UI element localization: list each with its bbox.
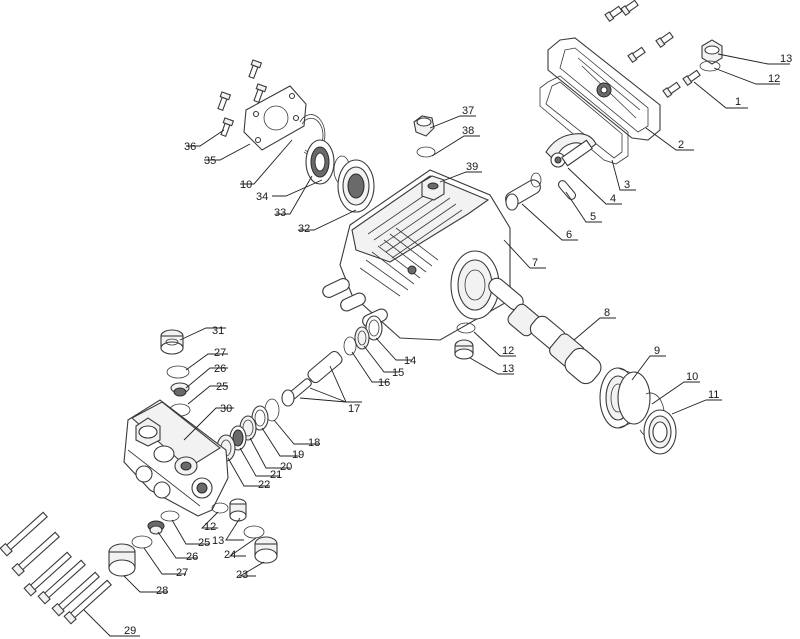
- valve-25-lower: [160, 510, 180, 522]
- callout-25-upper: 25: [216, 381, 228, 393]
- callout-19: 19: [292, 449, 304, 461]
- callout-27-lower: 27: [176, 567, 188, 579]
- crankcase-cover: [547, 37, 661, 141]
- callout-16: 16: [378, 377, 390, 389]
- callout-7: 7: [532, 257, 538, 269]
- wrist-pin: [557, 180, 577, 200]
- callout-14: 14: [404, 355, 416, 367]
- callout-38: 38: [462, 125, 474, 137]
- callout-6: 6: [566, 229, 572, 241]
- callout-34: 34: [256, 191, 268, 203]
- bearing-left: [337, 159, 375, 213]
- callout-24: 24: [224, 549, 236, 561]
- crankshaft: [488, 277, 602, 385]
- callout-26-upper: 26: [214, 363, 226, 375]
- callout-1: 1: [735, 96, 741, 108]
- leader-lines: [83, 53, 790, 637]
- callout-22: 22: [258, 479, 270, 491]
- callout-33: 33: [274, 207, 286, 219]
- callout-29: 29: [124, 625, 136, 637]
- callout-11: 11: [708, 389, 719, 401]
- callout-9: 9: [654, 345, 660, 357]
- callout-13-mid: 13: [502, 363, 514, 375]
- oring-24: [243, 525, 265, 539]
- long-bolts-29: [0, 511, 112, 625]
- callout-30: 30: [220, 403, 232, 415]
- breather-39: [421, 175, 445, 201]
- callout-18: 18: [308, 437, 320, 449]
- spring-26-upper: [170, 382, 190, 397]
- callout-31: 31: [212, 325, 224, 337]
- callout-5: 5: [590, 211, 596, 223]
- callout-28: 28: [156, 585, 168, 597]
- washer-12-mid: [456, 322, 476, 334]
- cap-23: [254, 536, 278, 564]
- callout-17: 17: [348, 403, 360, 415]
- callout-12-top: 12: [768, 73, 780, 85]
- callout-12-low: 12: [204, 521, 216, 533]
- plunger-17: [281, 350, 343, 407]
- washer-12-low: [211, 502, 229, 514]
- oil-plug-top: [699, 39, 723, 72]
- callout-3: 3: [624, 179, 630, 191]
- oil-plug-37: [413, 115, 435, 137]
- callout-10-left: 10: [240, 179, 252, 191]
- callout-23: 23: [236, 569, 248, 581]
- ring-16: [343, 336, 357, 356]
- oil-seal-right: [643, 409, 677, 455]
- valve-plug-31: [160, 329, 184, 355]
- crosshead-guide: [505, 172, 542, 211]
- callout-36: 36: [184, 141, 196, 153]
- callout-15: 15: [392, 367, 404, 379]
- crankcase: [322, 169, 511, 341]
- washer-38: [416, 146, 436, 158]
- callout-26-lower: 26: [186, 551, 198, 563]
- callout-21: 21: [270, 469, 282, 481]
- callout-8: 8: [604, 307, 610, 319]
- plunger-ring-14: [365, 315, 383, 341]
- callout-12-mid: 12: [502, 345, 514, 357]
- callout-4: 4: [610, 193, 616, 205]
- valve-26-lower: [147, 520, 165, 535]
- callout-32: 32: [298, 223, 310, 235]
- callout-10-right: 10: [686, 371, 698, 383]
- callout-37: 37: [462, 105, 474, 117]
- callout-35: 35: [204, 155, 216, 167]
- flange-plate: [243, 85, 307, 151]
- connecting-rod: [545, 133, 597, 168]
- callout-39: 39: [466, 161, 478, 173]
- callout-20: 20: [280, 461, 292, 473]
- cover-gasket: [539, 75, 629, 165]
- ring-15: [354, 326, 370, 350]
- callout-13-low: 13: [212, 535, 224, 547]
- oil-seal-left: [305, 139, 335, 185]
- plug-13-mid: [454, 339, 474, 360]
- oring-27-upper: [166, 365, 190, 379]
- oring-27-lower: [131, 535, 153, 549]
- roller-bearing-9: [599, 367, 651, 429]
- plug-13-low: [229, 498, 247, 522]
- plug-28: [108, 543, 136, 577]
- manifold-head: [123, 399, 229, 517]
- callout-2: 2: [678, 139, 684, 151]
- callout-labels: 1 13 12 2 3 4 5 6 7 8 9 10 11 12 13 37 3…: [124, 53, 792, 637]
- callout-25-lower: 25: [198, 537, 210, 549]
- cover-screws: [604, 0, 701, 99]
- callout-13-top: 13: [780, 53, 792, 65]
- flange-screws: [217, 59, 268, 138]
- callout-27-upper: 27: [214, 347, 226, 359]
